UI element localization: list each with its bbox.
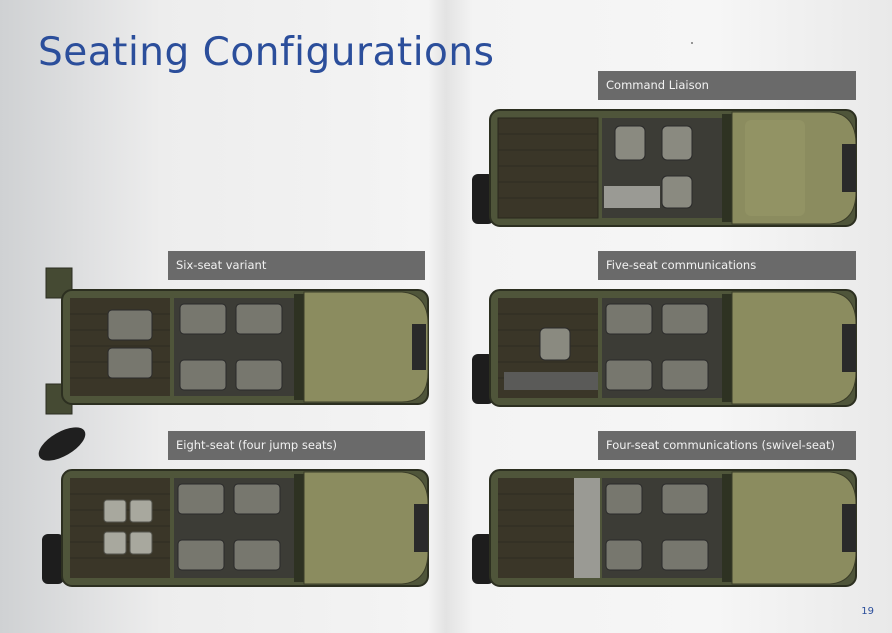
page-title: Seating Configurations [38, 30, 495, 75]
vehicle-five-seat [472, 289, 857, 407]
vehicle-four-seat [472, 469, 857, 587]
config-label-six-seat: Six-seat variant [168, 251, 425, 280]
config-label-command-liaison: Command Liaison [598, 71, 856, 100]
speck [691, 42, 693, 44]
vehicle-six-seat [38, 267, 429, 461]
config-label-eight-seat: Eight-seat (four jump seats) [168, 431, 425, 460]
vehicle-command-liaison [472, 109, 857, 227]
vehicle-eight-seat [42, 469, 429, 587]
config-label-five-seat: Five-seat communications [598, 251, 856, 280]
page-number: 19 [861, 606, 874, 617]
config-label-four-seat: Four-seat communications (swivel-seat) [598, 431, 856, 460]
